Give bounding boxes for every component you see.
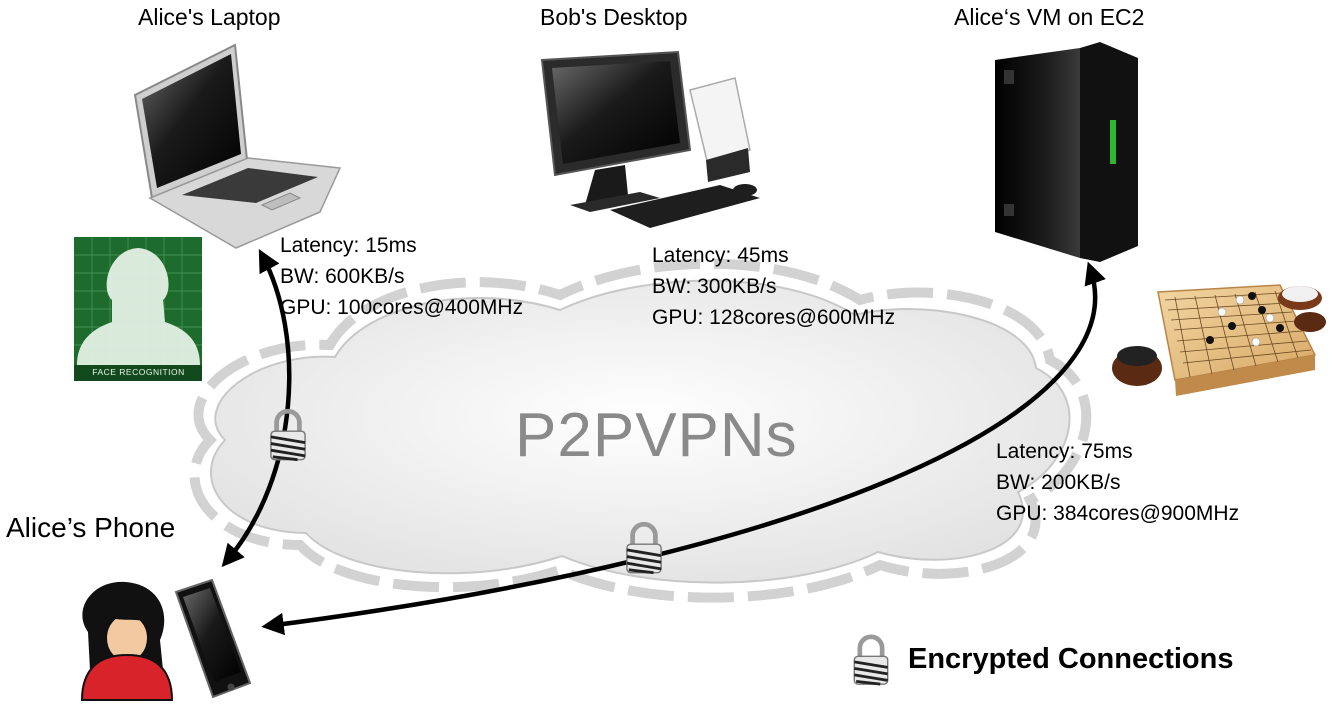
- desktop-bandwidth: BW: 300KB/s: [652, 275, 777, 298]
- desktop-gpu: GPU: 128cores@600MHz: [652, 306, 896, 329]
- user-avatar-image: [80, 581, 174, 701]
- laptop-gpu: GPU: 100cores@400MHz: [280, 296, 524, 319]
- desktop-label: Bob's Desktop: [540, 4, 688, 30]
- legend-padlock-icon: [854, 637, 887, 684]
- connection-vm-phone: [261, 261, 1106, 636]
- laptop-image: [133, 43, 342, 249]
- vm-link-stats: Latency: 75ms BW: 200KB/s GPU: 384cores@…: [996, 436, 1239, 529]
- phone-label: Alice’s Phone: [6, 512, 176, 543]
- face-recognition-caption: FACE RECOGNITION: [92, 367, 185, 377]
- laptop-label: Alice's Laptop: [138, 4, 281, 30]
- vm-latency: Latency: 75ms: [996, 440, 1133, 463]
- desktop-image: [540, 50, 760, 228]
- desktop-link-stats: Latency: 45ms BW: 300KB/s GPU: 128cores@…: [652, 240, 895, 333]
- laptop-bandwidth: BW: 600KB/s: [280, 265, 405, 288]
- legend-label: Encrypted Connections: [908, 643, 1234, 675]
- laptop-link-stats: Latency: 15ms BW: 600KB/s GPU: 100cores@…: [280, 230, 523, 323]
- cloud-label: P2PVPNs: [515, 401, 798, 470]
- phone-image: [174, 578, 252, 699]
- server-image: [995, 42, 1138, 262]
- vm-bandwidth: BW: 200KB/s: [996, 471, 1121, 494]
- laptop-latency: Latency: 15ms: [280, 234, 417, 257]
- vm-gpu: GPU: 384cores@900MHz: [996, 502, 1240, 525]
- vm-label: Alice‘s VM on EC2: [954, 4, 1145, 30]
- desktop-latency: Latency: 45ms: [652, 244, 789, 267]
- go-board-image: [1112, 284, 1326, 396]
- face-recognition-image: [74, 237, 202, 381]
